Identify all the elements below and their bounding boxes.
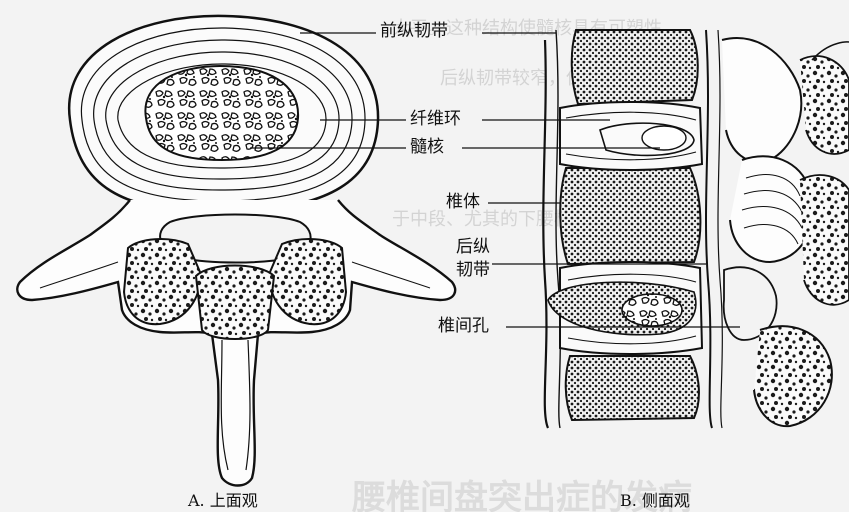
side-view-drawing — [543, 30, 849, 428]
label-posterior-ligament-line2: 韧带 — [456, 262, 490, 279]
vertebral-body-3 — [566, 356, 699, 420]
nucleus-pulposus-top — [145, 66, 298, 160]
label-annulus-fibrosus: 纤维环 — [410, 111, 461, 128]
top-view-drawing — [17, 16, 455, 486]
caption-top-view: A. 上面观 — [188, 487, 258, 511]
intervertebral-disc-1 — [560, 102, 702, 170]
label-nucleus-pulposus: 髓核 — [410, 139, 444, 156]
label-vertebral-body: 椎体 — [446, 194, 480, 211]
posterior-elements-upper — [722, 38, 801, 162]
label-intervertebral-foramen: 椎间孔 — [438, 318, 489, 335]
posterior-ligament — [706, 30, 712, 428]
label-anterior-longitudinal-ligament: 前纵韧带 — [380, 23, 448, 40]
label-posterior-ligament-line1: 后纵 — [456, 239, 490, 256]
spinous-process — [196, 266, 274, 340]
intervertebral-disc-2 — [548, 262, 702, 354]
anterior-ligament-edge — [543, 40, 548, 428]
posterior-elements-lower — [754, 326, 832, 426]
caption-side-view: B. 侧面观 — [620, 487, 690, 511]
vertebral-body-1 — [572, 30, 698, 104]
vertebral-body-2 — [560, 168, 700, 264]
